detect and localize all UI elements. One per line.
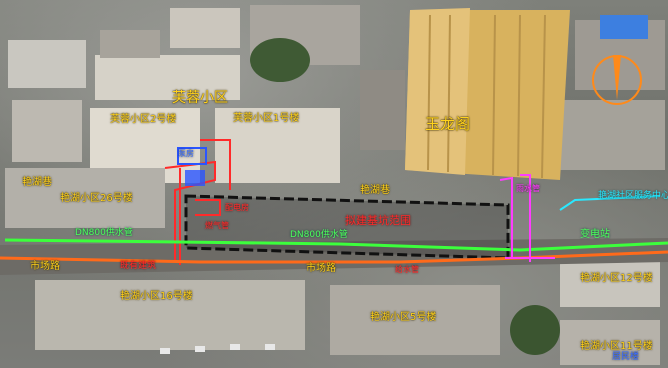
green-pipe [4,238,668,252]
vehicles [160,344,275,354]
label-substation: 变电站 [580,229,610,240]
label-distribution-room: 配电房 [225,203,249,212]
label-yanhu-bldg16: 艳湖小区16号楼 [120,291,193,302]
yulong-tower-building [405,8,570,180]
orange-pipe [0,250,668,264]
label-furong-estate: 芙蓉小区 [172,90,228,106]
label-residential: 居民楼 [612,352,640,362]
label-pipe-mid: DN800供水管 [290,230,348,240]
label-community-center: 艳湖社区服务中心 [598,191,668,201]
label-market-road-left: 市场路 [30,261,60,272]
buildings-layer [5,5,665,365]
magenta-pipe [499,174,555,262]
label-furong-bldg1: 芙蓉小区1号楼 [233,113,300,124]
label-market-road-mid: 市场路 [306,263,336,274]
blue-marker-box [177,147,207,165]
label-yanhu-bldg26: 艳湖小区26号楼 [60,193,133,204]
label-yulong-tower: 玉龙阁 [425,115,471,133]
cyan-pipe [559,195,661,211]
label-yanhu-bldg11: 艳湖小区11号楼 [580,341,653,352]
market-road [0,238,668,275]
label-water-pipe: 给水管 [395,265,419,274]
label-existing-building: 既有建筑 [120,261,157,271]
label-pipe-left: DN800供水管 [75,228,133,238]
label-pump-room: 泵房 [178,149,194,158]
label-yanhu-lane-mid: 艳湖巷 [360,185,390,196]
label-yanhu-bldg12: 艳湖小区12号楼 [580,273,653,284]
location-pin-icon [592,55,642,105]
label-furong-bldg2: 芙蓉小区2号楼 [110,114,177,125]
label-rain-pipe: 雨水管 [516,184,540,193]
label-gas-pipe: 燃气管 [205,221,229,230]
label-pit: 拟建基坑范围 [345,214,411,227]
label-yanhu-bldg5: 艳湖小区5号楼 [370,312,437,323]
label-yanhu-road: 艳湖巷 [22,177,52,188]
